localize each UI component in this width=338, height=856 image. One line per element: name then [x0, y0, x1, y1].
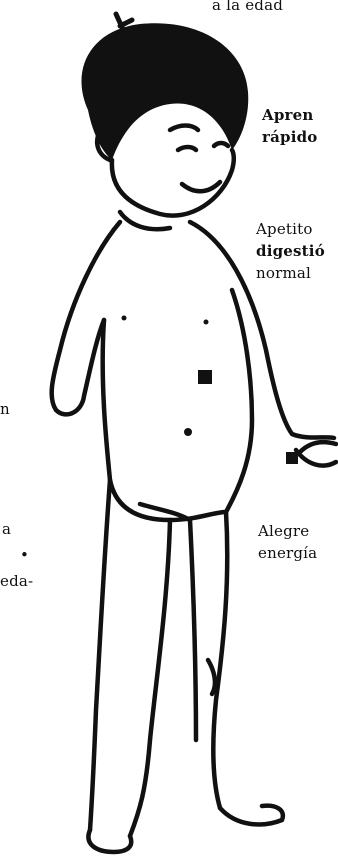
hair — [81, 23, 248, 160]
leg-left — [90, 480, 110, 830]
eye-right — [214, 143, 228, 146]
torso-left — [52, 222, 120, 414]
leg-right — [213, 512, 227, 808]
foot-right — [220, 806, 283, 825]
mouth — [182, 182, 220, 191]
label-joy: Alegre energía — [258, 520, 317, 564]
knee-right — [208, 660, 215, 694]
label-age: a la edad — [212, 0, 283, 16]
hand-right — [296, 442, 336, 466]
leg-right-inner — [190, 520, 196, 740]
torso-right — [226, 290, 252, 512]
foot-left — [88, 830, 131, 852]
body-dot — [122, 316, 127, 321]
label-fragment-n: n — [0, 398, 10, 420]
face — [112, 150, 234, 216]
body-dot — [204, 320, 209, 325]
navel-dot — [184, 428, 192, 436]
label-fragment-eda: eda- — [0, 570, 33, 592]
label-learning: Apren rápido — [262, 104, 318, 148]
label-fragment-dot: • — [20, 544, 29, 566]
label-appetite: Apetito digestió normal — [256, 218, 325, 284]
marker-square — [198, 370, 212, 384]
marker-square — [286, 452, 298, 464]
leg-left-inner — [130, 520, 170, 836]
label-fragment-a: a — [2, 518, 11, 540]
belly — [103, 320, 226, 520]
eye-left — [178, 147, 196, 150]
eyebrow-left — [170, 126, 198, 131]
